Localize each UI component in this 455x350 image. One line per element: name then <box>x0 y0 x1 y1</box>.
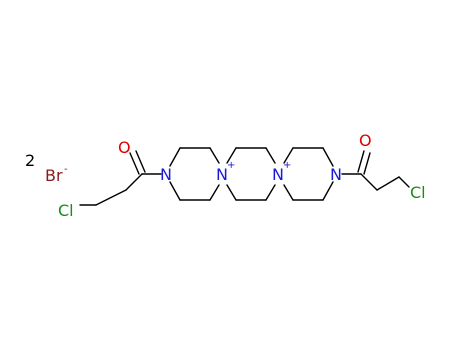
ring2-bond-c <box>265 147 276 164</box>
bromide-charge: - <box>64 164 68 175</box>
charge-plus-right: + <box>283 160 291 171</box>
counterion-coefficient: 2 <box>25 151 35 170</box>
bond-c1r-cl <box>398 176 410 188</box>
bond-c3r-c2r <box>360 173 378 191</box>
ring3-bond-f <box>283 184 294 201</box>
ring1-bond-d <box>209 184 220 201</box>
nitrogen-amide-right-label: N <box>330 165 342 184</box>
chlorine-left-label: Cl <box>58 201 74 220</box>
ring2-bond-f <box>226 184 237 201</box>
bond-c3r-o-2 <box>363 152 371 175</box>
counterion: 2 Br - <box>25 151 68 185</box>
ring2-bond-a <box>226 147 237 164</box>
nitrogen-amide-left-label: N <box>160 165 172 184</box>
bond-c3-o-2 <box>135 150 146 173</box>
ring3-bond-d <box>322 181 334 201</box>
ring3-bond-a <box>283 147 294 164</box>
bond-c3r-o-1 <box>357 150 365 173</box>
oxygen-left-label: O <box>118 138 131 157</box>
bond-c1-c2 <box>95 189 127 206</box>
bromide-label: Br <box>45 166 63 185</box>
bonds <box>79 147 410 206</box>
ring1-bond-f <box>169 181 181 201</box>
bond-c2r-c1r <box>376 176 400 191</box>
atom-labels: Cl O N N + N + N O Cl <box>58 131 426 220</box>
charge-plus-left: + <box>227 160 235 171</box>
nitrogen-spiro-left-label: N <box>216 165 228 184</box>
bond-c3-o-1 <box>129 152 140 175</box>
chlorine-right-label: Cl <box>410 183 426 202</box>
bond-c2-c3 <box>125 173 143 191</box>
ring2-bond-d <box>265 184 276 201</box>
ring3-bond-c <box>322 147 334 167</box>
oxygen-right-label: O <box>359 131 372 150</box>
ring1-bond-c <box>209 147 220 164</box>
nitrogen-spiro-right-label: N <box>272 165 284 184</box>
ring1-bond-a <box>169 147 181 167</box>
